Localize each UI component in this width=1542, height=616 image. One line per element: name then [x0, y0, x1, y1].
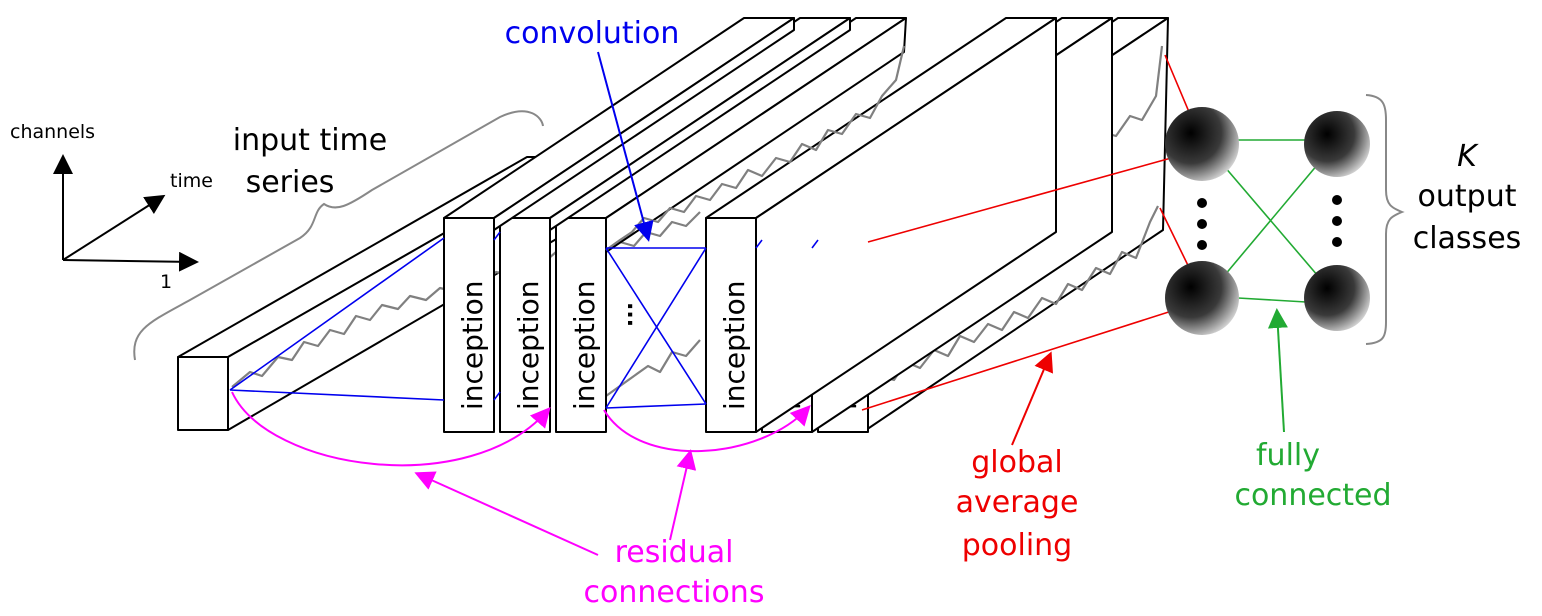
input-series-block: input time series — [133, 110, 578, 431]
output-classes: K output classes — [1365, 94, 1522, 345]
gap-label-line3: pooling — [962, 528, 1072, 563]
channels-axis-label: channels — [10, 121, 95, 143]
fc-arrow — [1267, 308, 1288, 433]
time-axis — [62, 194, 166, 261]
fc-label-line1: fully — [1256, 438, 1320, 473]
output-brace — [1365, 94, 1405, 345]
unit-axis — [62, 251, 199, 272]
gap-arrow — [1011, 351, 1053, 446]
input-front-face — [177, 356, 229, 431]
inception-block-1: inception — [443, 17, 795, 433]
output-label-line2: classes — [1413, 221, 1522, 256]
k-label: K — [1457, 139, 1479, 174]
residual-label-line2: connections — [584, 575, 765, 610]
neuron-dot — [1197, 198, 1207, 208]
neuron-dot — [1332, 237, 1342, 247]
gap-label-line1: global — [971, 445, 1063, 480]
inception-block-4: inception — [705, 17, 1057, 433]
residual-label-line1: residual — [615, 535, 734, 570]
neuron-dot — [1332, 216, 1342, 226]
input-label-line2: series — [246, 165, 335, 200]
time-axis-label: time — [170, 170, 213, 192]
neurons — [1165, 107, 1370, 335]
input-label-line1: input time — [233, 123, 387, 158]
input-brace — [133, 110, 544, 361]
neuron-dot — [1332, 195, 1342, 205]
neuron-dot — [1197, 219, 1207, 229]
fc-label-line2: connected — [1234, 478, 1391, 513]
inception-label: inception — [512, 280, 545, 410]
inception-label: inception — [568, 280, 601, 410]
unit-axis-label: 1 — [160, 271, 172, 293]
inception-label: inception — [456, 280, 489, 410]
gap-neuron-top — [1165, 107, 1239, 181]
residual-arc-1 — [231, 391, 551, 467]
residual-connections: residual connections — [231, 391, 811, 610]
gap-label-line2: average — [956, 485, 1079, 520]
convolution-arrow — [597, 51, 654, 242]
fc-connections: fully connected — [1223, 139, 1392, 513]
output-neuron-bottom — [1304, 265, 1370, 331]
residual-arc-2 — [603, 405, 811, 453]
output-neuron-top — [1304, 111, 1370, 177]
convolution-label: convolution — [505, 16, 680, 51]
residual-arrow-1 — [414, 471, 599, 556]
gap-neuron-bottom — [1165, 261, 1239, 335]
inception-label: inception — [718, 280, 751, 410]
convolution-lines: convolution — [229, 16, 819, 409]
output-label-line1: output — [1418, 179, 1517, 214]
neuron-dot — [1197, 240, 1207, 250]
axes-legend: channels time 1 — [10, 121, 213, 293]
residual-arrow-2 — [669, 449, 697, 541]
